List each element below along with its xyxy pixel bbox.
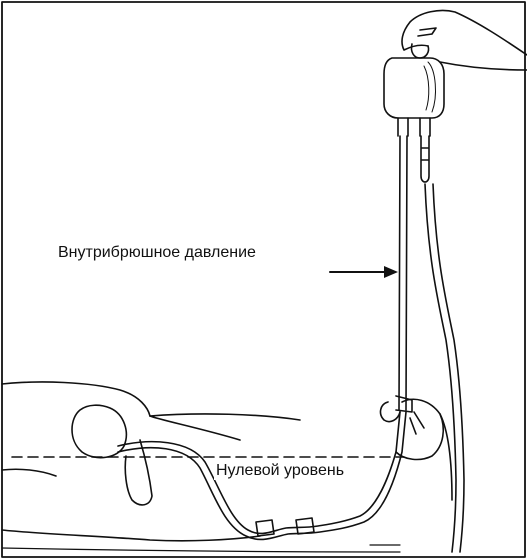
zero-level-label: Нулевой уровень — [214, 462, 346, 480]
infusion-line — [425, 184, 464, 552]
patient-abdomen — [72, 405, 126, 457]
lower-hand — [396, 399, 443, 459]
bag-shading — [424, 62, 435, 112]
intra-abdominal-pressure-label: Внутрибрюшное давление — [58, 244, 256, 262]
lower-arm — [440, 414, 452, 500]
bag-ports — [398, 118, 430, 136]
patient-bedline — [2, 545, 400, 552]
manometer-tube — [399, 136, 407, 410]
upper-hand — [402, 10, 527, 70]
drip-chamber — [421, 136, 429, 182]
pressure-arrow-head — [384, 266, 398, 278]
